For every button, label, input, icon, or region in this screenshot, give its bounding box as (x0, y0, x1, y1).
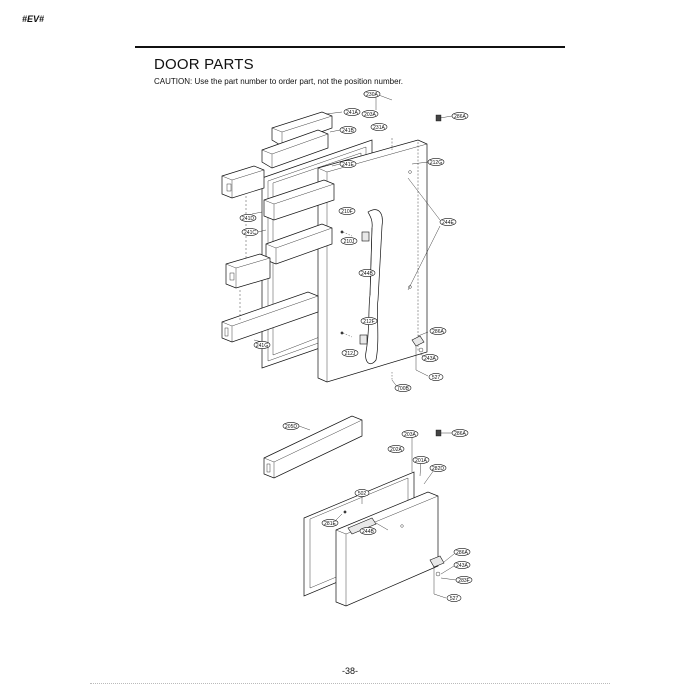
callout-212j: 212J (341, 349, 359, 357)
callout-231a-text: 231A (373, 125, 385, 131)
bin-241g (221, 291, 319, 343)
lower-callouts: 205D 203A 286A 202A 201A 282D 502 281E 2… (282, 422, 473, 602)
callout-281e-text: 281E (324, 521, 336, 527)
callout-243a-lower: 243A (453, 561, 471, 569)
footer-rule (90, 683, 610, 684)
callout-527-lower-text: 527 (450, 596, 459, 602)
lower-drawer-panel (335, 491, 439, 607)
callout-286a-lower-top: 286A (451, 429, 469, 437)
callout-244b-upper: 244B (358, 269, 376, 277)
callout-241a-text: 241A (346, 110, 358, 116)
callout-241d: 241D (239, 214, 257, 222)
callout-282d-text: 282D (432, 466, 444, 472)
page-number: -38- (341, 666, 358, 676)
callout-210f-text: 210F (341, 209, 352, 215)
callout-527-upper: 527 (428, 373, 444, 381)
callout-202a-text: 202A (390, 447, 402, 453)
callout-283f: 283F (455, 576, 473, 584)
callout-212j-text: 212J (345, 351, 356, 357)
callout-244b-lower-text: 244B (362, 529, 374, 535)
callout-700b: 700B (394, 384, 412, 392)
callout-201a-text: 201A (415, 458, 427, 464)
callout-286a-lower-text: 286A (456, 550, 468, 556)
callout-210j: 210J (340, 237, 358, 245)
callout-201a: 201A (412, 456, 430, 464)
callout-244e-text: 244E (442, 220, 454, 226)
callout-241c: 241C (241, 228, 259, 236)
callout-241b-text: 241B (342, 128, 354, 134)
model-code: #EV# (22, 14, 45, 24)
upper-hinge-parts (340, 114, 442, 380)
lower-drawer-assembly: 205D 203A 286A 202A 201A 282D 502 281E 2… (263, 415, 473, 607)
lower-hinge-parts (343, 429, 445, 594)
upper-door-handle (359, 209, 383, 364)
callout-286a-lower: 286A (453, 548, 471, 556)
bin-241e (263, 179, 335, 221)
callout-244e: 244E (439, 218, 457, 226)
callout-212f: 212F (360, 317, 378, 325)
callout-241g: 241G (253, 341, 271, 349)
upper-callouts: 230A 241A 203A 231A 241B 286A 241E 212G … (239, 90, 469, 392)
upper-door-assembly: 230A 241A 203A 231A 241B 286A 241E 212G … (221, 90, 469, 392)
callout-230a: 230A (363, 90, 381, 98)
callout-205d-text: 205D (285, 424, 297, 430)
callout-283f-text: 283F (458, 578, 469, 584)
callout-243a-upper: 243A (421, 354, 439, 362)
callout-212g-text: 212G (430, 160, 442, 166)
callout-527-lower: 527 (446, 594, 462, 602)
callout-203a-text: 203A (364, 112, 376, 118)
callout-243a-lower-text: 243A (456, 563, 468, 569)
upper-door-bins (221, 111, 335, 343)
callout-282d: 282D (429, 464, 447, 472)
callout-210j-text: 210J (344, 239, 355, 245)
callout-700b-text: 700B (397, 386, 409, 392)
page-title: DOOR PARTS (154, 56, 254, 73)
callout-202a: 202A (387, 445, 405, 453)
callout-281e: 281E (321, 519, 339, 527)
callout-241c-text: 241C (244, 230, 256, 236)
bin-241c-lower (225, 253, 271, 289)
caution-note: CAUTION: Use the part number to order pa… (154, 77, 404, 86)
header-rule (135, 46, 565, 48)
callout-203a-lower-text: 203A (404, 432, 416, 438)
bin-205d (263, 415, 363, 479)
callout-502: 502 (354, 489, 370, 497)
callout-241b: 241B (339, 126, 357, 134)
callout-210f: 210F (338, 207, 356, 215)
callout-241d-text: 241D (242, 216, 254, 222)
callout-286a-top-text: 286A (454, 114, 466, 120)
callout-230a-text: 230A (366, 92, 378, 98)
callout-286a-mid: 286A (429, 327, 447, 335)
callout-244b-lower: 244B (359, 527, 377, 535)
bin-241c-upper (221, 165, 265, 199)
callout-527-upper-text: 527 (432, 375, 441, 381)
callout-203a: 203A (361, 110, 379, 118)
callout-286a-lower-top-text: 286A (454, 431, 466, 437)
callout-212g: 212G (427, 158, 445, 166)
callout-205d: 205D (282, 422, 300, 430)
callout-241a: 241A (343, 108, 361, 116)
callout-502-text: 502 (358, 491, 367, 497)
callout-241e-text: 241E (342, 162, 354, 168)
bin-241b (261, 129, 329, 169)
callout-286a-mid-text: 286A (432, 329, 444, 335)
callout-241g-text: 241G (256, 343, 268, 349)
callout-203a-lower: 203A (401, 430, 419, 438)
callout-243a-upper-text: 243A (424, 356, 436, 362)
callout-244b-upper-text: 244B (361, 271, 373, 277)
callout-231a: 231A (370, 123, 388, 131)
callout-212f-text: 212F (363, 319, 374, 325)
callout-241e: 241E (339, 160, 357, 168)
callout-286a-top: 286A (451, 112, 469, 120)
